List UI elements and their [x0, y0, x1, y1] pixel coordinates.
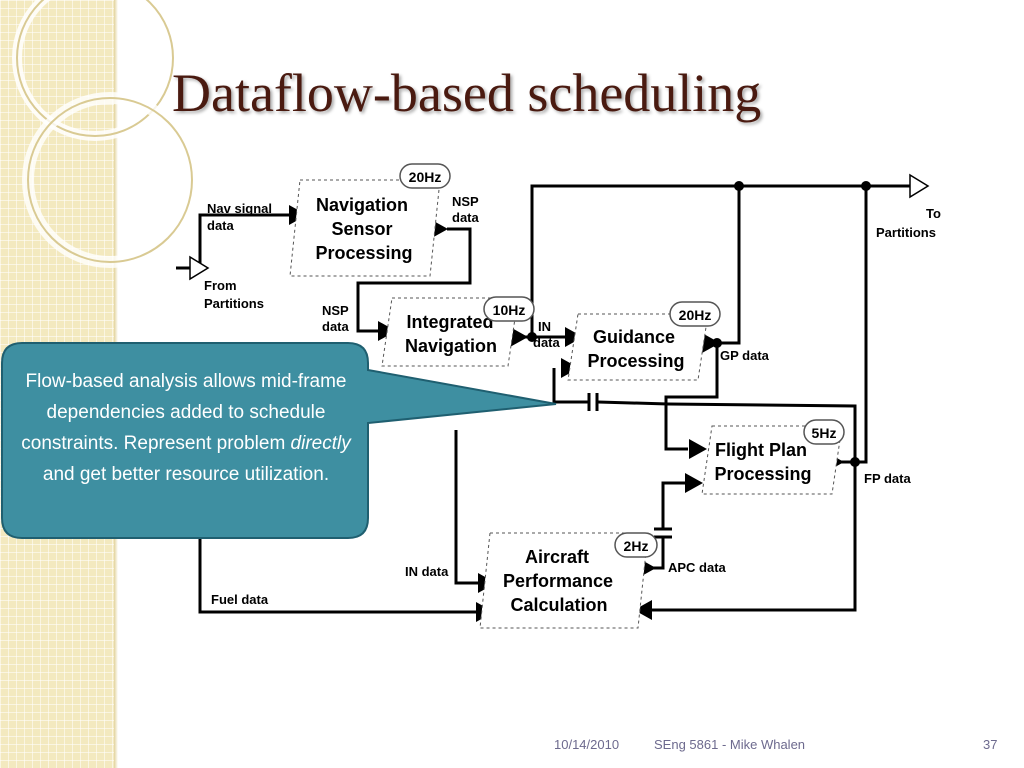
signal-labels: Nav signal data From Partitions NSP data… — [204, 194, 941, 607]
rate-badge-integrated-nav-text: 10Hz — [493, 302, 526, 318]
block-label-line: Integrated — [406, 312, 493, 332]
label-nsp-data-out: NSP — [452, 194, 479, 209]
ring-decoration-outline — [27, 97, 193, 263]
ring-decoration-outline — [16, 0, 174, 137]
callout-bubble — [1, 342, 557, 539]
rate-badge-aircraft-perf — [614, 532, 658, 558]
block-label-line: Processing — [587, 351, 684, 371]
to-partitions-port — [909, 173, 930, 199]
label-apc-data: APC data — [668, 560, 727, 575]
callout-text-after: and get better resource utilization. — [42, 464, 330, 485]
wire-feedback-right — [597, 400, 857, 612]
wire-nsp-data — [356, 227, 472, 333]
block-outline — [381, 297, 519, 367]
wire-gp-data-up — [717, 186, 741, 345]
footer-course: SEng 5861 - Mike Whalen — [654, 737, 806, 752]
arrow-integrated-nav-out — [510, 327, 528, 347]
block-outline — [567, 313, 709, 381]
label-nsp-data-out: data — [452, 210, 480, 225]
block-integrated-navigation: Integrated Navigation — [381, 297, 519, 367]
block-outline — [701, 425, 843, 495]
block-label-line: Guidance — [593, 327, 675, 347]
block-label-line: Calculation — [510, 595, 607, 615]
wire-fp-data-up — [840, 186, 868, 464]
wire-fuel-data — [198, 530, 476, 614]
label-fuel-data: Fuel data — [211, 592, 269, 607]
label-nsp-data-in: NSP — [322, 303, 349, 318]
slide-title: Dataflow-based scheduling — [172, 63, 762, 123]
rate-badge-nav-sensor — [399, 163, 451, 189]
arrow-flight-plan-in-1 — [689, 439, 707, 459]
label-from-partitions: From — [204, 278, 237, 293]
footer-date: 10/14/2010 — [554, 737, 620, 752]
sync-marks — [587, 393, 672, 539]
block-navigation-sensor-processing: Navigation Sensor Processing — [289, 179, 441, 277]
label-fp-data: FP data — [864, 471, 911, 486]
block-label-line: Performance — [503, 571, 613, 591]
label-gp-data: GP data — [720, 348, 770, 363]
label-to-partitions: Partitions — [876, 225, 936, 240]
rate-badge-nav-sensor-text: 20Hz — [409, 169, 442, 185]
rate-badge-guidance — [669, 301, 721, 327]
label-in-data-guidance: data — [533, 335, 561, 350]
block-label-line: Navigation — [405, 336, 497, 356]
label-from-partitions: Partitions — [204, 296, 264, 311]
callout-emphasis: directly — [290, 433, 351, 454]
rate-badge-guidance-text: 20Hz — [679, 307, 712, 323]
block-outline — [289, 179, 441, 277]
callout-text-before: Flow-based analysis allows mid-frame dep… — [21, 371, 347, 454]
wire-feedback-left — [552, 368, 588, 404]
rate-badge-flight-plan-text: 5Hz — [812, 425, 837, 441]
block-outline — [479, 532, 649, 629]
junctions — [527, 181, 871, 467]
arrow-guidance-in-1 — [565, 327, 583, 347]
wire-top-bus — [530, 184, 910, 337]
block-flight-plan-processing: Flight Plan Processing — [701, 425, 843, 495]
junction-dot — [527, 332, 537, 342]
block-label-line: Processing — [714, 464, 811, 484]
rate-badge-aircraft-perf-text: 2Hz — [624, 538, 649, 554]
arrow-guidance-out — [702, 333, 720, 353]
label-nav-signal: Nav signal — [207, 201, 272, 216]
wire-nav-signal — [198, 213, 295, 268]
junction-dot — [850, 457, 860, 467]
callout-text: Flow-based analysis allows mid-frame dep… — [14, 366, 358, 490]
rate-badge-flight-plan — [803, 419, 845, 445]
label-nav-signal: data — [207, 218, 235, 233]
label-in-data-guidance: IN — [538, 319, 551, 334]
block-guidance-processing: Guidance Processing — [567, 313, 709, 381]
arrow-apc-in-3 — [634, 600, 652, 620]
block-label-line: Processing — [315, 243, 412, 263]
junction-dot — [861, 181, 871, 191]
junction-dot — [734, 181, 744, 191]
label-to-partitions: To — [926, 206, 941, 221]
block-label-line: Flight Plan — [715, 440, 807, 460]
rate-badges: 20Hz 10Hz 20Hz 5Hz 2Hz — [399, 163, 845, 558]
block-aircraft-performance-calculation: Aircraft Performance Calculation — [479, 532, 649, 629]
wire-apc-to-flight-plan — [661, 481, 685, 528]
wire-in-data-apc — [454, 430, 478, 585]
wire-gp-to-flight-plan — [664, 343, 719, 451]
block-label-line: Aircraft — [525, 547, 589, 567]
block-label-line: Navigation — [316, 195, 408, 215]
block-label-line: Sensor — [331, 219, 392, 239]
wires — [198, 184, 910, 614]
arrow-flight-plan-in-2 — [685, 473, 703, 493]
label-nsp-data-in: data — [322, 319, 350, 334]
footer-page-number: 37 — [983, 737, 998, 752]
rate-badge-integrated-nav — [483, 296, 535, 322]
label-in-data-apc: IN data — [405, 564, 449, 579]
